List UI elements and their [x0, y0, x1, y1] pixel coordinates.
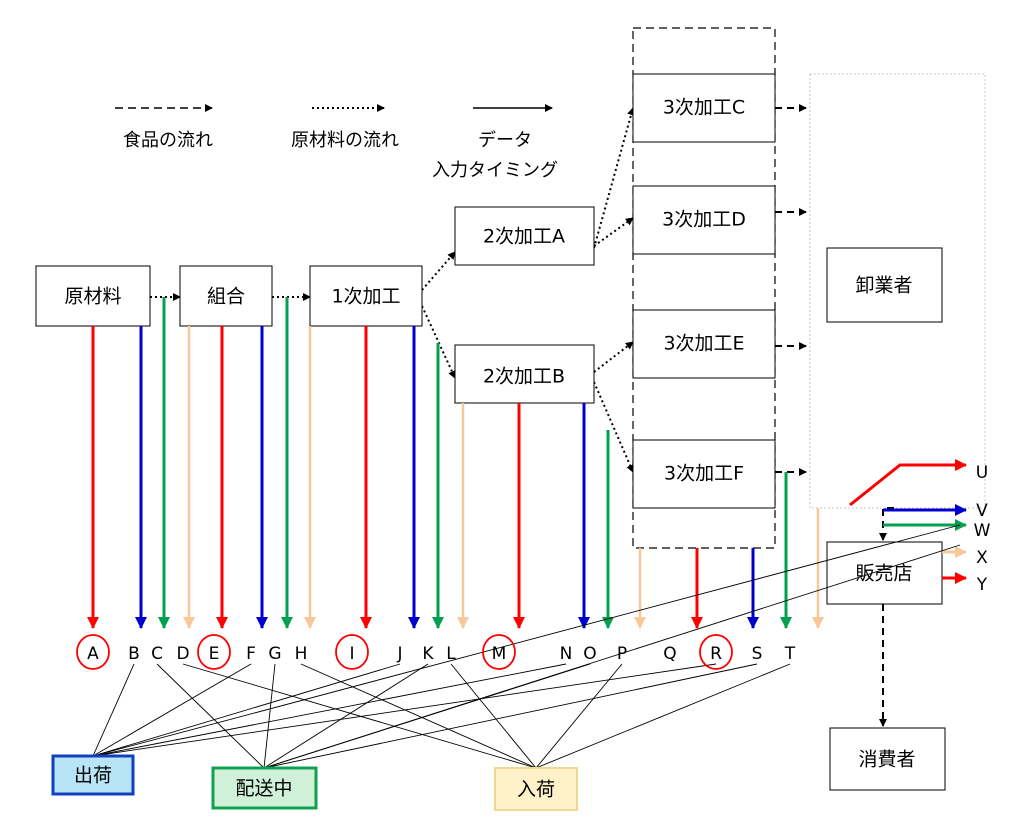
- in-transit-box: [211, 766, 318, 810]
- tertiary-c-label: 3次加工C: [663, 97, 745, 119]
- highlight-circle-r: [699, 634, 733, 670]
- in-transit-label: 配送中: [235, 778, 292, 800]
- data-point-w: W: [974, 521, 991, 541]
- receiving-box: [494, 767, 578, 811]
- data-arrow-u: [849, 459, 967, 507]
- receiving-label: 入荷: [517, 779, 555, 801]
- tertiary-d-box: [632, 185, 776, 255]
- data-point-s: S: [752, 644, 763, 664]
- data-point-t: T: [784, 644, 796, 664]
- category-connection-lines: [92, 524, 961, 769]
- data-point-f: F: [246, 644, 256, 664]
- material-flows: [150, 107, 635, 473]
- data-point-v: V: [976, 501, 988, 521]
- line-c-to-in-transit: [156, 663, 265, 769]
- cooperative-box: [179, 265, 273, 327]
- tertiary-f-label: 3次加工F: [664, 463, 744, 485]
- retailer-label: 販売店: [855, 563, 912, 585]
- data-input-arrows: [87, 297, 824, 629]
- line-p-to-receiving: [535, 663, 623, 769]
- legend-material-flow-label: 原材料の流れ: [291, 130, 399, 151]
- tertiary-e-label: 3次加工E: [663, 333, 744, 355]
- primary-processing-box: [309, 265, 423, 327]
- tertiary-c-box: [632, 73, 776, 143]
- legend: 食品の流れ 原材料の流れ データ 入力タイミング: [115, 104, 558, 181]
- line-h-to-receiving: [300, 663, 537, 769]
- raw-material-label: 原材料: [64, 286, 121, 308]
- secondary-a-box: [454, 206, 595, 266]
- line-w-to-shipping: [92, 524, 961, 757]
- data-point-e: E: [209, 644, 220, 664]
- data-point-g: G: [268, 644, 281, 664]
- line-s-to-in-transit: [263, 663, 758, 769]
- flow-2a-to-3c: [593, 107, 635, 249]
- data-point-y: Y: [976, 575, 988, 595]
- data-point-q: Q: [663, 644, 676, 664]
- tertiary-processing-group: [632, 27, 776, 549]
- shipping-label: 出荷: [74, 765, 112, 787]
- flow-wholesaler-to-retailer: [879, 507, 894, 541]
- data-point-x: X: [976, 548, 988, 568]
- categories: 出荷 配送中 入荷: [51, 754, 578, 811]
- flow-2b-to-3e: [593, 341, 634, 373]
- data-point-m: M: [492, 644, 507, 664]
- retailer-box: [826, 541, 943, 605]
- data-point-d: D: [176, 644, 189, 664]
- line-l-to-receiving: [450, 663, 537, 769]
- line-d-to-receiving: [182, 663, 537, 769]
- tertiary-e-box: [632, 309, 776, 379]
- data-point-n: N: [560, 644, 573, 664]
- legend-data-timing-label-1: データ: [478, 130, 532, 151]
- data-point-i: I: [349, 644, 354, 664]
- nodes: 原材料 組合 1次加工 2次加工A 2次加工B 3次加工C 3次加工D 3次加工…: [35, 73, 946, 791]
- food-flows: [775, 104, 894, 727]
- data-point-a: A: [87, 644, 99, 664]
- tertiary-d-label: 3次加工D: [662, 209, 746, 231]
- line-x-to-in-transit: [263, 544, 961, 769]
- wholesaler-box: [826, 247, 943, 323]
- flow-2a-to-3d: [593, 217, 634, 247]
- cooperative-label: 組合: [207, 286, 245, 308]
- data-point-k: K: [422, 644, 434, 664]
- secondary-b-label: 2次加工B: [483, 366, 565, 388]
- tertiary-f-box: [632, 439, 776, 509]
- consumer-box: [829, 727, 946, 791]
- data-point-j: J: [396, 644, 402, 664]
- line-f-to-shipping: [92, 663, 252, 757]
- line-b-to-shipping: [92, 663, 135, 757]
- line-t-to-receiving: [535, 663, 791, 769]
- shipping-box: [51, 754, 135, 796]
- data-point-b: B: [128, 644, 140, 664]
- highlight-circle-a: [76, 634, 110, 670]
- legend-food-flow-label: 食品の流れ: [123, 130, 213, 151]
- data-point-r: R: [710, 644, 722, 664]
- raw-material-box: [35, 265, 151, 327]
- data-point-h: H: [295, 644, 308, 664]
- highlight-circle-e: [197, 634, 231, 670]
- primary-processing-label: 1次加工: [331, 286, 400, 308]
- secondary-a-label: 2次加工A: [483, 226, 565, 248]
- data-point-p: P: [617, 644, 627, 664]
- data-point-c: C: [151, 644, 163, 664]
- wholesaler-label: 卸業者: [855, 275, 912, 297]
- line-k-to-in-transit: [263, 663, 429, 769]
- highlight-circle-i: [335, 634, 369, 670]
- flow-2b-to-3f: [593, 381, 634, 473]
- data-point-u: U: [976, 463, 988, 483]
- highlight-circle-m: [482, 634, 516, 670]
- line-n-to-shipping: [92, 663, 567, 757]
- line-g-to-in-transit: [263, 663, 276, 769]
- consumer-label: 消費者: [858, 749, 915, 771]
- flow-primary-to-2a: [421, 251, 456, 291]
- secondary-b-box: [454, 344, 595, 404]
- line-j-to-shipping: [92, 663, 401, 757]
- flow-primary-to-2b: [421, 305, 456, 379]
- data-point-o: O: [583, 644, 596, 664]
- legend-data-timing-label-2: 入力タイミング: [432, 160, 558, 181]
- data-point-l: L: [446, 644, 456, 664]
